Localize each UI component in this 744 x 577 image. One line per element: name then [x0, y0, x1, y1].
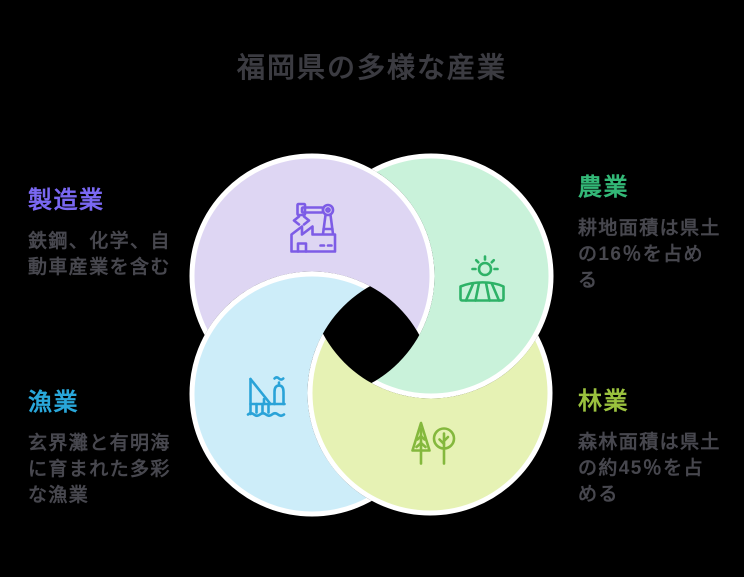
forestry-description: 森林面積は県土 の約45％を占 める	[578, 432, 721, 505]
fishing-boat-icon	[246, 376, 286, 418]
fishery-description: 玄界灘と有明海 に育まれた多彩 な漁業	[28, 433, 171, 506]
manufacturing-caption: 製造業 鉄鋼、化学、自 動車産業を含む	[28, 186, 171, 281]
trees-icon	[411, 421, 456, 465]
forestry-circle	[307, 270, 553, 516]
manufacturing-description: 鉄鋼、化学、自 動車産業を含む	[28, 231, 171, 278]
manufacturing-label: 製造業	[28, 187, 105, 214]
fishery-label: 漁業	[28, 389, 79, 416]
agriculture-label: 農業	[578, 174, 629, 201]
page-title: 福岡県の多様な産業	[236, 52, 507, 83]
fishery-caption: 漁業 玄界灘と有明海 に育まれた多彩 な漁業	[28, 388, 171, 509]
sun-over-field-icon	[459, 255, 505, 302]
forestry-label: 林業	[578, 388, 629, 415]
factory-icon	[290, 202, 337, 253]
agriculture-description: 耕地面積は県土 の16％を占め る	[578, 218, 721, 291]
forestry-caption: 林業 森林面積は県土 の約45％を占 める	[578, 387, 721, 508]
agriculture-caption: 農業 耕地面積は県土 の16％を占め る	[578, 173, 721, 294]
